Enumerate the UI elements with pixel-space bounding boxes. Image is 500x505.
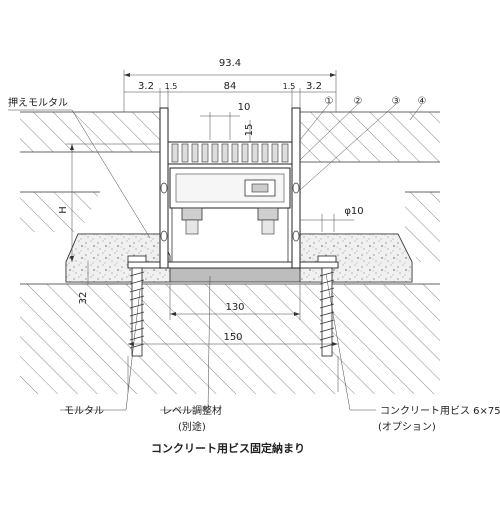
dim-height: H: [58, 206, 69, 214]
base-plate: [127, 261, 339, 269]
label-top-mortar: 押えモルタル: [8, 96, 68, 109]
callout-1: ①: [325, 96, 334, 107]
top-dimensions: [123, 70, 337, 142]
dim-mortar-depth: 32: [78, 292, 89, 305]
concrete-screw-right: [317, 255, 337, 357]
label-screw-note: (オプション): [378, 421, 436, 433]
expansion-joint-cover: [159, 107, 301, 269]
height-dimension: [66, 143, 160, 262]
dim-left-gap: 3.2: [138, 81, 154, 92]
dim-plate-width: 130: [225, 302, 244, 313]
callout-4: ④: [418, 96, 427, 107]
mortar-depth-dimension: [82, 262, 128, 285]
dim-right-gap: 3.2: [306, 81, 322, 92]
label-screw: コンクリート用ビス 6×75: [380, 405, 500, 417]
callout-3: ③: [392, 96, 401, 107]
callout-markers: [299, 103, 423, 191]
concrete-screw-left: [127, 255, 147, 357]
label-mortar: モルタル: [64, 405, 104, 417]
upper-finish-left: [20, 111, 160, 232]
dim-slot-pitch: 10: [238, 102, 251, 113]
drawing-caption: コンクリート用ビス固定納まり: [151, 441, 305, 455]
dim-right-flange: 1.5: [283, 82, 296, 91]
label-leaders: [8, 109, 376, 411]
callout-2: ②: [354, 96, 363, 107]
label-level-adjuster-note: (別途): [178, 420, 206, 433]
concrete-slab: [20, 283, 440, 394]
dim-left-flange: 1.5: [165, 82, 178, 91]
dim-hole-diameter: φ10: [344, 206, 363, 217]
dim-base-width: 150: [223, 332, 242, 343]
dim-inner-width: 84: [224, 81, 237, 92]
groove-teeth: [171, 143, 289, 163]
bottom-dimensions: [127, 284, 339, 392]
dim-slot-depth: 15: [244, 124, 255, 137]
hole-diameter-dimension: [300, 214, 354, 232]
dim-overall-width: 93.4: [219, 58, 241, 69]
label-level-adjuster: レベル調整材: [162, 404, 222, 417]
level-adjuster-plate: [169, 267, 301, 283]
